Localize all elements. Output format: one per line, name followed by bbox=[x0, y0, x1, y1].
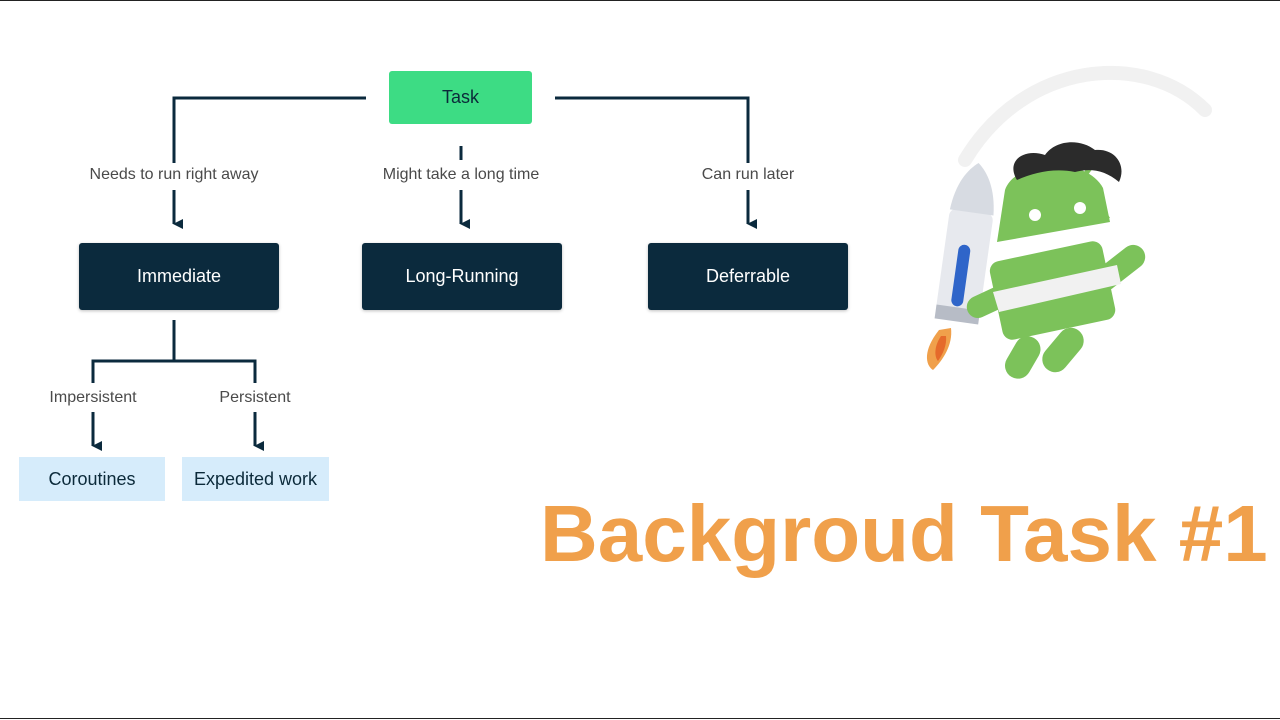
node-immediate: Immediate bbox=[79, 243, 279, 310]
node-coroutines: Coroutines bbox=[19, 457, 165, 501]
edge-label-immediate: Needs to run right away bbox=[89, 166, 259, 183]
bottom-border bbox=[0, 718, 1280, 719]
node-long-running: Long-Running bbox=[362, 243, 562, 310]
video-title: Backgroud Task #1 bbox=[540, 489, 1268, 578]
connector-root-right bbox=[555, 96, 750, 163]
edge-label-impersistent: Impersistent bbox=[49, 389, 137, 406]
connector-root-left bbox=[172, 96, 366, 163]
connector-immediate-left bbox=[91, 359, 257, 383]
root-node-task: Task bbox=[389, 71, 532, 124]
edge-label-long-running: Might take a long time bbox=[382, 166, 540, 183]
node-deferrable: Deferrable bbox=[648, 243, 848, 310]
android-rocket-mascot-icon bbox=[926, 65, 1212, 379]
edge-label-deferrable: Can run later bbox=[701, 166, 795, 183]
top-border bbox=[0, 0, 1280, 1]
edge-label-persistent: Persistent bbox=[219, 389, 291, 406]
node-expedited-work: Expedited work bbox=[182, 457, 329, 501]
